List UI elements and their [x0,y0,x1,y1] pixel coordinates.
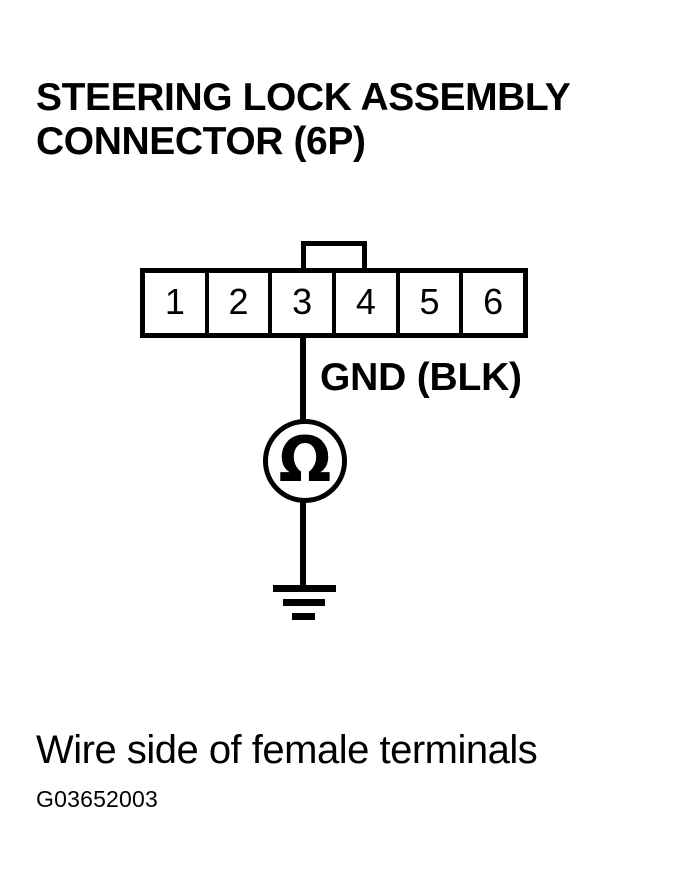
figure-title-line-1: STEERING LOCK ASSEMBLY [36,76,571,119]
ground-symbol-bar-3 [292,613,315,620]
figure-title: STEERING LOCK ASSEMBLY CONNECTOR (6P) [36,76,656,164]
ground-symbol-bar-2 [283,599,325,606]
connector-pin-3-label: 3 [292,281,313,322]
wire-meter-to-ground [300,499,306,591]
connector-locking-tab [301,241,367,270]
connector-pin-5: 5 [399,273,464,333]
connector-pin-4-label: 4 [355,281,376,322]
figure-id-label: G03652003 [36,786,159,812]
connector-pin-6-label: 6 [483,281,504,322]
wire-pin3-to-meter [300,333,306,423]
wire-label-gnd: GND (BLK) [320,356,522,399]
connector-body: 1 2 3 4 5 6 [140,268,528,338]
figure-title-line-2: CONNECTOR (6P) [36,120,366,163]
connector-pin-1: 1 [145,273,209,333]
ohmmeter-circle [263,419,347,503]
connector-pin-5-label: 5 [419,281,440,322]
connector-pin-3: 3 [272,273,337,333]
connector-pin-2-label: 2 [228,281,249,322]
connector-pin-4: 4 [336,273,400,333]
connector-pin-6: 6 [463,273,524,333]
ground-symbol-bar-1 [273,585,336,592]
connector-pin-1-label: 1 [164,281,185,322]
figure-caption: Wire side of female terminals [36,728,538,772]
connector-pin-2: 2 [208,273,273,333]
